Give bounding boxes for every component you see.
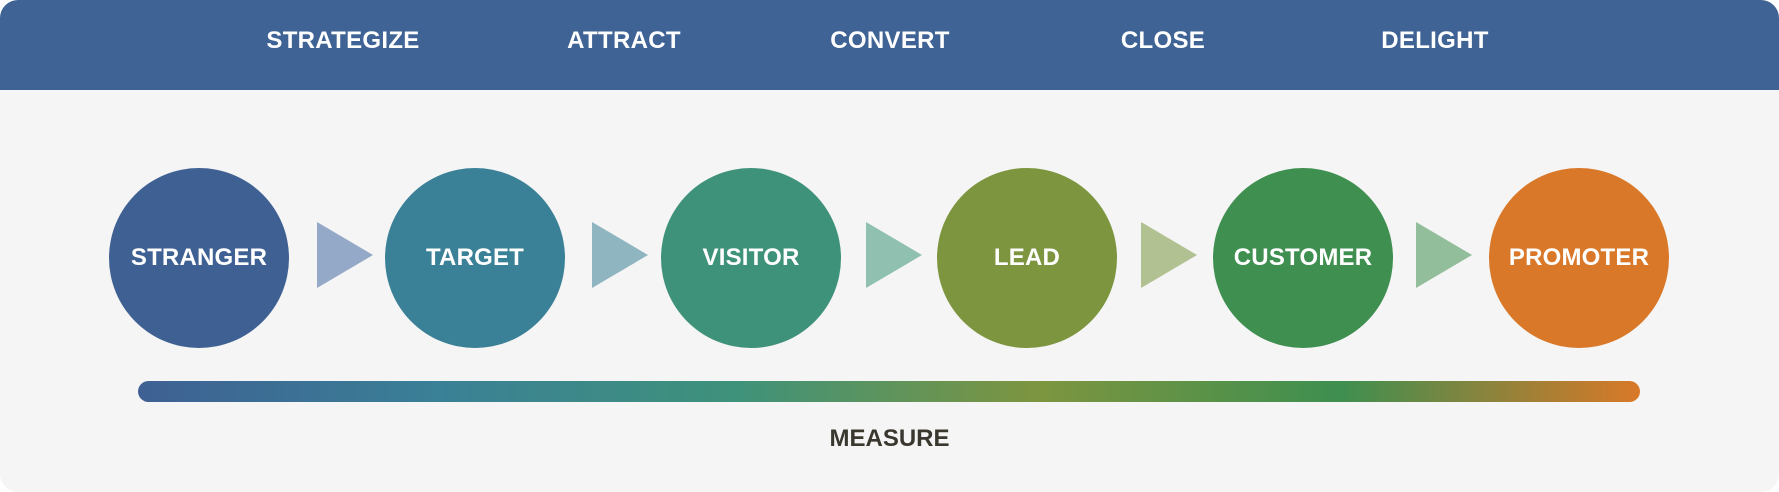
arrow-icon [592,222,648,288]
arrow-icon [1141,222,1197,288]
arrow-icon [866,222,922,288]
node-label: PROMOTER [1508,244,1650,271]
stage-delight: DELIGHT [1381,27,1489,54]
node-visitor: VISITOR [661,168,841,348]
node-label: LEAD [993,244,1061,271]
stage-strategize: STRATEGIZE [266,27,420,54]
node-stranger: STRANGER [109,168,289,348]
node-label: STRANGER [130,244,268,271]
measure-gradient-bar [138,381,1640,402]
node-lead: LEAD [937,168,1117,348]
measure-label: MEASURE [829,425,950,452]
node-customer: CUSTOMER [1213,168,1393,348]
arrow-icon [317,222,373,288]
arrow-icon [1416,222,1472,288]
node-promoter: PROMOTER [1489,168,1669,348]
node-label: VISITOR [702,244,800,271]
node-label: TARGET [425,244,525,271]
node-target: TARGET [385,168,565,348]
node-label: CUSTOMER [1233,244,1373,271]
stage-close: CLOSE [1120,27,1206,54]
stage-convert: CONVERT [830,27,950,54]
stage-header: STRATEGIZE ATTRACT CONVERT CLOSE DELIGHT [0,0,1779,90]
stage-attract: ATTRACT [567,27,681,54]
